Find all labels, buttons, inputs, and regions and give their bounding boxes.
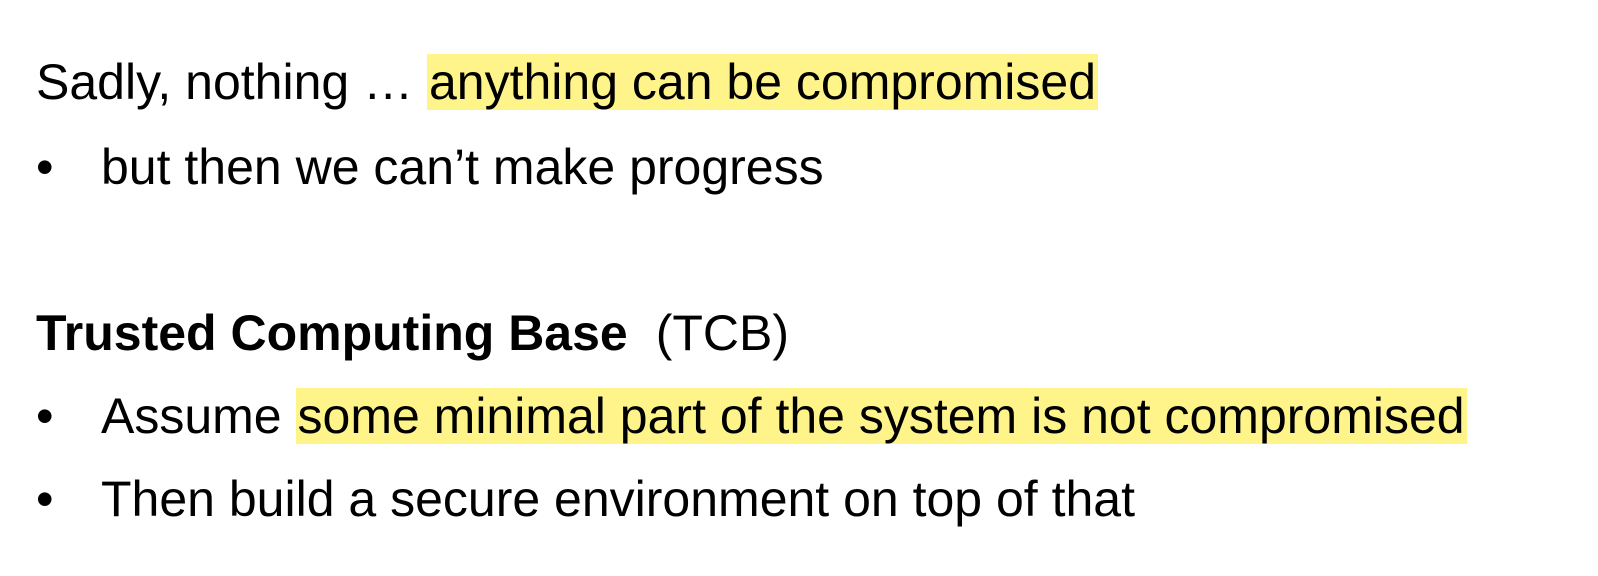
tcb-heading: Trusted Computing Base (TCB) bbox=[36, 303, 789, 363]
intro-line: Sadly, nothing … anything can be comprom… bbox=[36, 52, 1099, 112]
bullet-text: but then we can’t make progress bbox=[101, 139, 824, 195]
tcb-heading-abbrev: (TCB) bbox=[655, 305, 790, 361]
bullet-plain-text: Assume bbox=[101, 388, 296, 444]
intro-highlighted-text: anything can be compromised bbox=[426, 54, 1099, 110]
tcb-heading-bold: Trusted Computing Base bbox=[36, 305, 628, 361]
bullet-marker: • bbox=[36, 388, 54, 444]
bullet-text: Then build a secure environment on top o… bbox=[101, 471, 1135, 527]
bullet-text: Assume some minimal part of the system i… bbox=[101, 386, 1467, 446]
intro-plain-text: Sadly, nothing … bbox=[36, 54, 427, 110]
bullet-marker: • bbox=[36, 471, 54, 527]
bullet-marker: • bbox=[36, 139, 54, 195]
bullet-highlighted-text: some minimal part of the system is not c… bbox=[295, 388, 1467, 444]
